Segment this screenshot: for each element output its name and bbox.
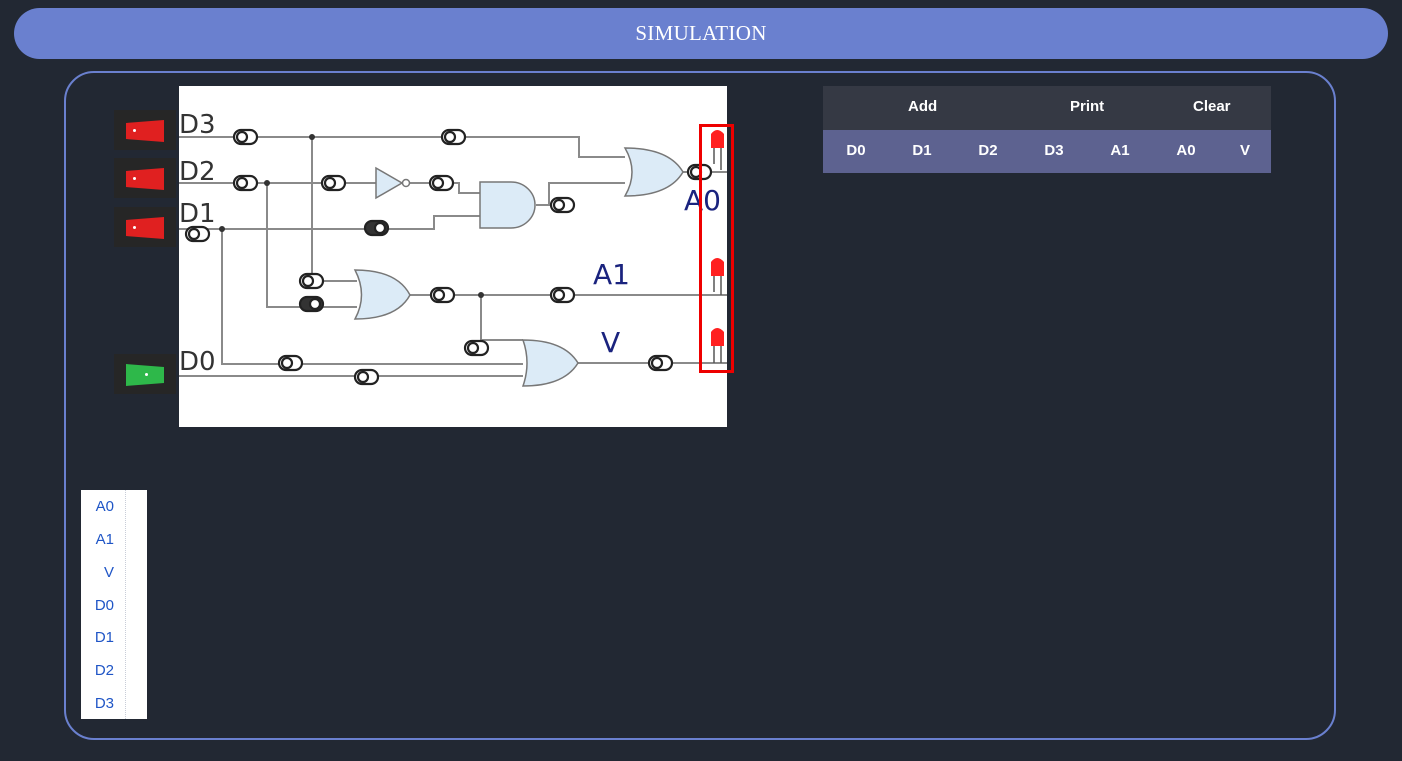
signal-list: A0 A1 V D0 D1 D2 D3 — [81, 490, 147, 719]
label-d0: D0 — [179, 347, 216, 377]
signal-item: D0 — [94, 597, 114, 614]
col-a1: A1 — [1110, 142, 1130, 159]
col-a0: A0 — [1176, 142, 1196, 159]
simulation-panel — [64, 71, 1336, 740]
page-header: SIMULATION — [14, 8, 1388, 59]
not-gate-shape — [375, 166, 404, 200]
circuit-drawing: D3 D2 D1 D0 A0 A1 V — [179, 110, 727, 387]
table-toolbar: Add Print Clear — [823, 86, 1271, 130]
label-v: V — [601, 326, 620, 359]
led-a0 — [711, 130, 724, 170]
label-d1: D1 — [179, 199, 216, 229]
switch-d3-body — [126, 120, 164, 142]
and-gate-shape — [479, 181, 536, 229]
signal-item: A0 — [95, 498, 114, 515]
led-a1 — [711, 258, 724, 295]
signal-item: D1 — [94, 629, 114, 646]
output-highlight-box — [699, 124, 734, 373]
xor-gate-v-shape — [521, 339, 579, 387]
col-d0: D0 — [846, 142, 866, 159]
label-a0: A0 — [684, 184, 721, 217]
col-d2: D2 — [978, 142, 998, 159]
or-gate-a1-shape — [353, 269, 411, 320]
signal-item: V — [103, 564, 114, 581]
label-d3: D3 — [179, 110, 216, 140]
col-d3: D3 — [1044, 142, 1064, 159]
label-d2: D2 — [179, 157, 216, 187]
signal-item: D2 — [94, 662, 114, 679]
add-button[interactable]: Add — [908, 98, 938, 115]
switch-d0[interactable] — [114, 354, 176, 394]
switch-d1-body — [126, 217, 164, 239]
led-v — [711, 328, 724, 363]
label-a1: A1 — [593, 258, 630, 291]
switch-d3[interactable] — [114, 110, 176, 150]
truth-table-header: D0 D1 D2 D3 A1 A0 V — [823, 130, 1271, 173]
switch-d2[interactable] — [114, 158, 176, 198]
signal-item: D3 — [94, 695, 114, 712]
or-gate-a0-shape — [623, 147, 684, 197]
print-button[interactable]: Print — [1070, 98, 1105, 115]
page-title: SIMULATION — [635, 21, 767, 45]
col-v: V — [1239, 142, 1251, 159]
clear-button[interactable]: Clear — [1193, 98, 1231, 115]
switch-d1[interactable] — [114, 207, 176, 247]
switch-d2-body — [126, 168, 164, 190]
signal-item: A1 — [95, 531, 114, 548]
col-d1: D1 — [912, 142, 932, 159]
circuit-diagram: D3 D2 D1 D0 A0 A1 V — [179, 86, 727, 427]
